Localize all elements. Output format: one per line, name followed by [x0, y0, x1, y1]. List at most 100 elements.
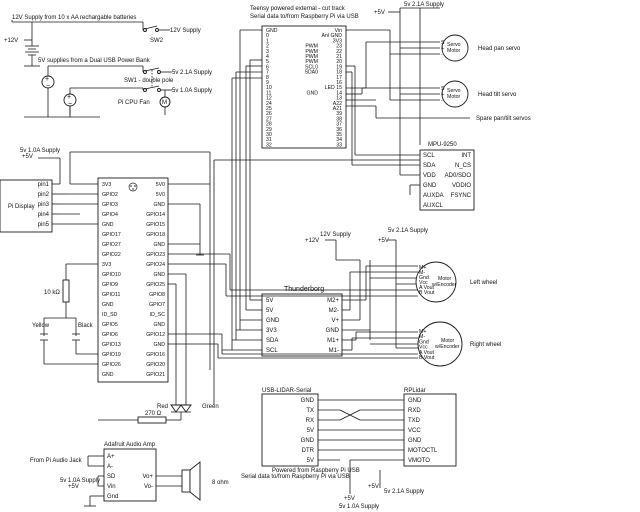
lidar-note-1: Powered from Raspberry Pi USB	[272, 468, 360, 474]
teensy-pin-function: GND	[306, 90, 318, 96]
pi-left-pin: GND	[102, 222, 114, 228]
teensy-right-pin: A22	[333, 101, 342, 107]
pi-left-pin: GPIO22	[102, 252, 121, 258]
teensy-left-pin: 12	[266, 96, 272, 102]
usb-power-bank-1-symbol	[41, 75, 55, 89]
svg-text:+: +	[45, 76, 49, 83]
led-resistor-270	[137, 416, 167, 424]
teensy-right-pin: 33	[336, 142, 342, 148]
motor-plus5v-label: +5V	[378, 238, 389, 244]
head-tilt-servo-symbol	[441, 80, 469, 108]
teensy-board: Teensy powered external - cut track Seri…	[231, 6, 420, 350]
thunderborg-left-pin: GND	[266, 318, 280, 324]
green-led-symbol	[180, 404, 192, 413]
pi-left-pin: GPIO3	[102, 202, 118, 208]
tb-supply-label: 12V Supply	[320, 232, 351, 238]
lidar-note-2: Serial data to/from Raspberry Pi via USB	[241, 474, 350, 480]
teensy-right-pin: A21	[333, 106, 342, 112]
svg-text:+: +	[67, 94, 71, 101]
teensy-left-pin: 1	[266, 38, 269, 44]
pi-right-pin: GPIO12	[146, 332, 165, 338]
svg-text:Motor: Motor	[438, 276, 452, 282]
rplidar-plus5v-b: +5V	[368, 484, 379, 490]
mpu-left-pin: GND	[423, 183, 437, 189]
amp-output-pin: Vo+	[142, 474, 153, 480]
teensy-right-pin: 19	[336, 64, 342, 70]
motor-supply-label: 5v 2.1A Supply	[388, 228, 428, 234]
display-pin: pin5	[38, 222, 50, 228]
sw2-label: SW2	[150, 38, 164, 44]
rplidar-plus5v-a: +5V	[344, 496, 355, 502]
pi-left-pin: GPIO5	[102, 322, 118, 328]
pi-right-pin: GPIO18	[146, 232, 165, 238]
teensy-outline	[261, 25, 347, 149]
svg-text:Motor: Motor	[447, 48, 461, 54]
mpu-right-pin: VDDIO	[452, 183, 471, 189]
pi-left-pin: GPIO27	[102, 242, 121, 248]
teensy-left-pin: GND	[266, 28, 278, 34]
plus5v-top-label: +5V	[374, 10, 385, 16]
teensy-left-pin: 0	[266, 33, 269, 39]
teensy-left-pin: 26	[266, 111, 272, 117]
thunderborg-right-pin: M1+	[327, 338, 339, 344]
teensy-left-pin: 10	[266, 85, 272, 91]
pi-cpu-fan-label: Pi CPU Fan	[118, 100, 150, 106]
spare-servos-label: Spare pan/tilt servos	[476, 116, 531, 122]
svg-text:-: -	[441, 52, 443, 58]
teensy-right-pin: 38	[336, 116, 342, 122]
svg-text:S: S	[441, 86, 445, 92]
teensy-left-pin: 5	[266, 59, 269, 65]
head-pan-servo-label: Head pan servo	[478, 46, 521, 52]
lidar-serial-pin: GND	[301, 438, 315, 444]
rplidar-pin: GND	[408, 438, 422, 444]
usb-bank-label: 5V supplies from a Dual USB Power Bank	[38, 58, 151, 64]
pi-right-pin: GPIO24	[146, 262, 165, 268]
display-pin: pin1	[38, 182, 50, 188]
rplidar-title: RPLidar	[404, 388, 426, 394]
thunderborg-right-pin: M1-	[329, 348, 339, 354]
thunderborg-title: Thunderborg	[284, 286, 324, 293]
resistor-10k	[62, 279, 70, 303]
pi-right-pin: GPIO8	[149, 292, 165, 298]
pi-right-pin: GPIO21	[146, 372, 165, 378]
display-plus5v-label: +5V	[22, 154, 33, 160]
thunderborg-left-pin: SCL	[266, 348, 278, 354]
plus12v-label: +12V	[4, 38, 18, 44]
supply-5v-1a-label: 5v 1.0A Supply	[172, 88, 212, 94]
supply-12v-label: 12V Supply	[170, 28, 201, 34]
display-pin: pin4	[38, 212, 50, 218]
head-tilt-servo-label: Head tilt servo	[478, 92, 517, 98]
mpu-left-pin: SCL	[423, 153, 435, 159]
rplidar-pin: VMOTO	[408, 458, 430, 464]
mpu-left-pin: AUXCL	[423, 203, 444, 209]
left-wheel-motor-symbol	[415, 261, 457, 303]
yellow-pushbutton-symbol	[40, 333, 48, 364]
teensy-subtitle: Serial data to/from Raspberry Pi via USB	[250, 14, 359, 20]
teensy-left-pin: 7	[266, 70, 269, 76]
lidar-serial-pin: DTR	[302, 448, 315, 454]
speaker-label: 8 ohm	[212, 480, 229, 486]
audio-amp-title: Adafruit Audio Amp	[104, 442, 156, 448]
svg-text:−: −	[68, 101, 72, 108]
left-motor-pin: M+	[419, 265, 426, 271]
right-motor-pin: B Vout	[419, 355, 435, 361]
teensy-right-pin: Vin	[335, 28, 343, 34]
display-pin: pin3	[38, 202, 50, 208]
teensy-left-pin: 8	[266, 75, 269, 81]
teensy-left-pin: 6	[266, 64, 269, 70]
teensy-right-pin: 18	[336, 70, 342, 76]
amp-input-pin: Gnd	[107, 494, 118, 500]
right-wheel-motor-symbol	[417, 321, 463, 367]
thunderborg-right-pin: M2-	[329, 308, 339, 314]
svg-text:-: -	[441, 98, 443, 104]
svg-text:w/Encoder: w/Encoder	[435, 344, 460, 350]
pi-left-pin: GPIO11	[102, 292, 120, 298]
amp-supply-label: 5v 1.0A Supply	[60, 478, 100, 484]
pi-left-pin: GPIO19	[102, 352, 121, 358]
left-motor-pin: Gnd	[419, 275, 429, 281]
teensy-left-pin: 9	[266, 80, 269, 86]
rplidar-pin: GND	[408, 398, 422, 404]
amp-input-pin: Vin	[107, 484, 116, 490]
